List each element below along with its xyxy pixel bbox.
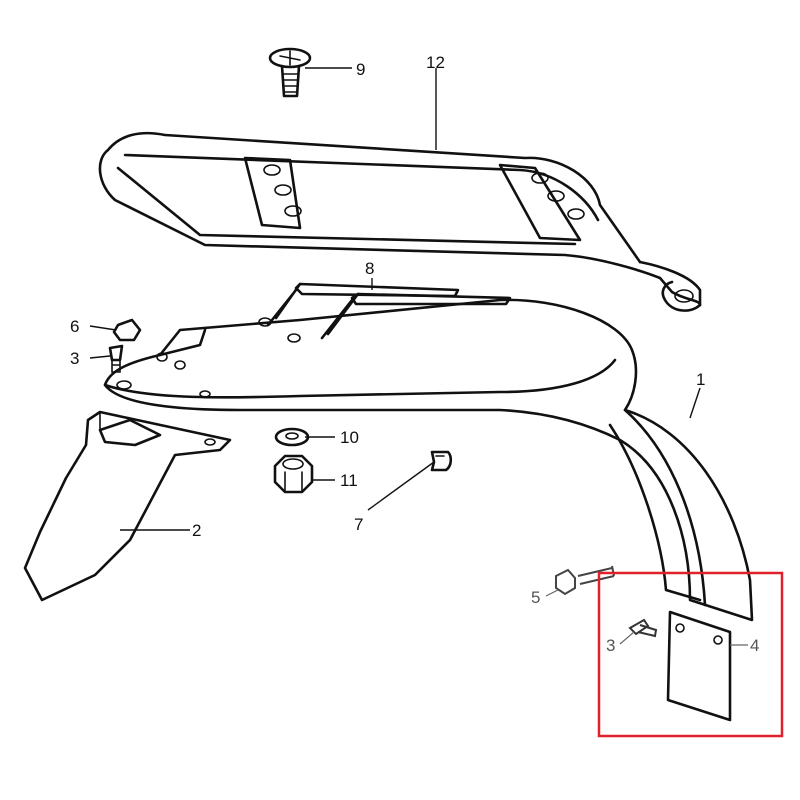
callout-6: 6	[70, 317, 79, 336]
bolt-and-nut-lower-part	[555, 565, 615, 596]
bolt-lower-part	[628, 618, 658, 638]
front-mudflap-part	[23, 410, 232, 602]
callout-4: 4	[750, 636, 759, 655]
callout-7: 7	[354, 515, 363, 534]
callout-11: 11	[340, 471, 358, 490]
callout-8: 8	[365, 259, 374, 278]
callout-3-upper: 3	[70, 349, 79, 368]
clip-part	[430, 450, 453, 472]
callout-12: 12	[426, 53, 445, 72]
screw-part	[268, 47, 312, 98]
leader-lines	[89, 67, 748, 646]
callout-1: 1	[696, 370, 705, 389]
cap-nut-part	[112, 318, 142, 342]
callout-2: 2	[192, 521, 201, 540]
callout-9: 9	[356, 60, 365, 79]
rear-mudflap-part	[666, 610, 732, 722]
highlight-box	[597, 571, 784, 738]
hex-nut-part	[273, 454, 314, 494]
callout-5: 5	[531, 588, 540, 607]
callout-10: 10	[340, 428, 359, 447]
bolt-upper-part	[108, 344, 124, 373]
washer-part	[274, 427, 310, 447]
rear-mudguard-part	[103, 298, 754, 622]
callout-3-lower: 3	[606, 636, 615, 655]
luggage-rack-part	[98, 131, 702, 312]
